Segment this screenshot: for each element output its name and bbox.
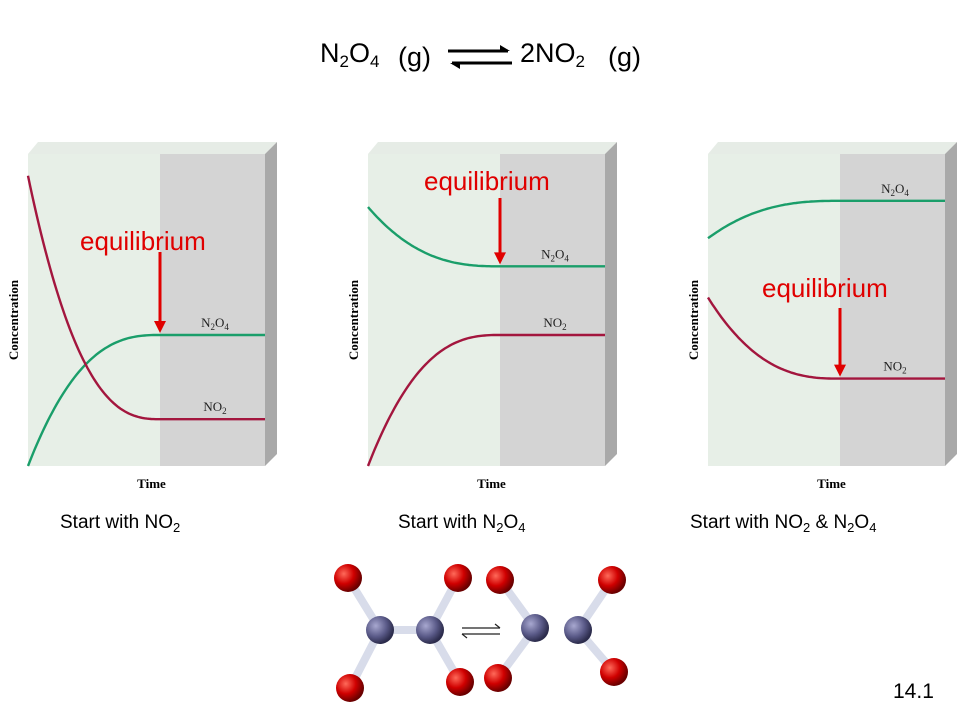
frame-side bbox=[605, 142, 617, 466]
equilibrium-label-3: equilibrium bbox=[762, 273, 888, 303]
frame-side bbox=[945, 142, 957, 466]
y-axis-label: Concentration bbox=[346, 279, 361, 360]
product-formula: 2NO2 bbox=[520, 38, 585, 71]
x-axis-label: Time bbox=[477, 476, 506, 491]
series-label-n2o4: N2O4 bbox=[201, 315, 229, 332]
caption-start-n2o4: Start with N2O4 bbox=[398, 512, 526, 535]
frame-top bbox=[28, 142, 277, 154]
series-label-n2o4: N2O4 bbox=[541, 246, 569, 263]
equilibrium-label-1: equilibrium bbox=[80, 226, 206, 256]
molecule-model-illustration bbox=[334, 564, 628, 702]
series-label-no2: NO2 bbox=[883, 359, 906, 376]
frame-side bbox=[265, 142, 277, 466]
caption-start-no2: Start with NO2 bbox=[60, 512, 181, 535]
series-label-no2: NO2 bbox=[203, 399, 226, 416]
series-line-n2o4 bbox=[707, 199, 945, 240]
series-line-no2 bbox=[706, 296, 945, 380]
reactant-phase: (g) bbox=[398, 42, 431, 72]
plot-area-equilibrium bbox=[840, 154, 945, 466]
plot-area-equilibrium bbox=[160, 154, 265, 466]
series-line-n2o4 bbox=[26, 333, 265, 467]
y-axis-label: Concentration bbox=[6, 279, 21, 360]
caption-start-both: Start with NO2 & N2O4 bbox=[690, 512, 877, 535]
equilibrium-arrows-icon bbox=[448, 45, 512, 69]
series-label-n2o4: N2O4 bbox=[881, 181, 909, 198]
series-label-no2: NO2 bbox=[543, 315, 566, 332]
frame-top bbox=[368, 142, 617, 154]
frame-top bbox=[708, 142, 957, 154]
x-axis-label: Time bbox=[137, 476, 166, 491]
equilibrium-arrowhead bbox=[154, 320, 166, 333]
series-line-no2 bbox=[366, 333, 605, 467]
equilibrium-arrowhead bbox=[494, 252, 506, 265]
plot-area-equilibrium bbox=[500, 154, 605, 466]
equilibrium-arrowhead bbox=[834, 364, 846, 377]
slide-number: 14.1 bbox=[893, 680, 934, 703]
series-line-no2 bbox=[26, 175, 265, 421]
product-phase: (g) bbox=[608, 42, 641, 72]
reaction-equation: N2O4 (g) 2NO2 (g) bbox=[0, 38, 960, 88]
series-line-n2o4 bbox=[367, 206, 605, 268]
equilibrium-label-2: equilibrium bbox=[424, 166, 550, 196]
x-axis-label: Time bbox=[817, 476, 846, 491]
y-axis-label: Concentration bbox=[686, 279, 701, 360]
reactant-formula: N2O4 bbox=[320, 38, 380, 71]
